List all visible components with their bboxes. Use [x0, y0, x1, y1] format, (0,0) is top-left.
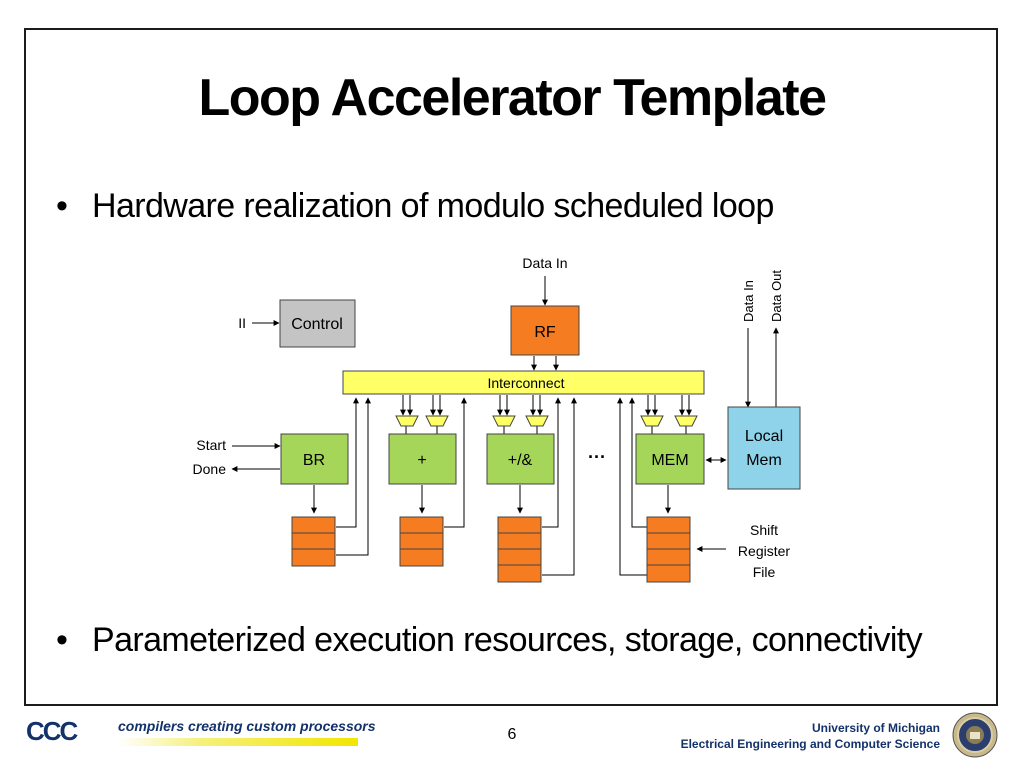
- add-label: +: [417, 452, 426, 469]
- shift-register-file: [291, 516, 336, 567]
- page-number: 6: [507, 726, 517, 743]
- srf-feedback-arrow: [542, 397, 561, 528]
- srf-label-3: File: [753, 564, 776, 580]
- srf-feedback-arrow: [617, 397, 647, 576]
- mem-unit: [635, 433, 705, 485]
- tagline-underline-bar: [118, 738, 358, 746]
- add-unit: [388, 433, 457, 485]
- slide-title: Loop Accelerator Template: [198, 69, 827, 127]
- bullet-2: • Parameterized execution resources, stor…: [56, 620, 923, 660]
- ii-label: II: [238, 315, 246, 331]
- data-in-label: Data In: [522, 255, 567, 271]
- srf-label-2: Register: [738, 543, 790, 559]
- shift-register-file: [399, 516, 444, 567]
- university-name: University of Michigan: [811, 721, 940, 735]
- local-mem-label-2: Mem: [746, 452, 782, 469]
- local-mem-box: [727, 406, 801, 490]
- srf-feedback-arrow: [629, 397, 647, 528]
- university-block: University of Michigan Electrical Engine…: [681, 720, 940, 752]
- interconnect-bar: [342, 370, 705, 395]
- mem-label: MEM: [651, 452, 688, 469]
- university-seal-icon: [952, 712, 998, 758]
- rf-box: [510, 305, 580, 356]
- bullet-1-text: Hardware realization of modulo scheduled…: [92, 187, 774, 225]
- srf-feedback-arrow: [336, 397, 371, 556]
- local-mem-label-1: Local: [745, 428, 783, 445]
- department-name: Electrical Engineering and Computer Scie…: [680, 737, 940, 751]
- footer-tagline: compilers creating custom processors: [118, 718, 376, 734]
- control-label: Control: [291, 316, 343, 333]
- control-box: [279, 299, 356, 348]
- done-label: Done: [193, 461, 227, 477]
- ccc-logo: CCC: [26, 716, 78, 746]
- srf-label-1: Shift: [750, 522, 778, 538]
- slide-frame: [24, 28, 998, 706]
- mux: [395, 415, 419, 427]
- br-unit: [280, 433, 349, 485]
- rf-label: RF: [534, 324, 556, 341]
- srf-feedback-arrow: [444, 397, 467, 528]
- br-label: BR: [303, 452, 325, 469]
- mux: [492, 415, 516, 427]
- bullet-1: • Hardware realization of modulo schedule…: [56, 186, 774, 226]
- mux: [525, 415, 549, 427]
- srf-feedback-arrow: [336, 397, 359, 528]
- bullet-dot: •: [56, 621, 68, 659]
- local-mem-data-out-label: Data Out: [769, 270, 784, 322]
- interconnect-label: Interconnect: [487, 375, 564, 391]
- mux: [425, 415, 449, 427]
- mux: [674, 415, 698, 427]
- bullet-dot: •: [56, 187, 68, 225]
- mux: [640, 415, 664, 427]
- more-units-ellipsis: ···: [588, 447, 606, 467]
- bullet-2-text: Parameterized execution resources, stora…: [92, 621, 923, 659]
- add-and-label: +/&: [508, 452, 533, 469]
- local-mem-data-in-label: Data In: [741, 280, 756, 322]
- add-and-unit: [486, 433, 555, 485]
- srf-feedback-arrow: [542, 397, 577, 576]
- start-label: Start: [196, 437, 226, 453]
